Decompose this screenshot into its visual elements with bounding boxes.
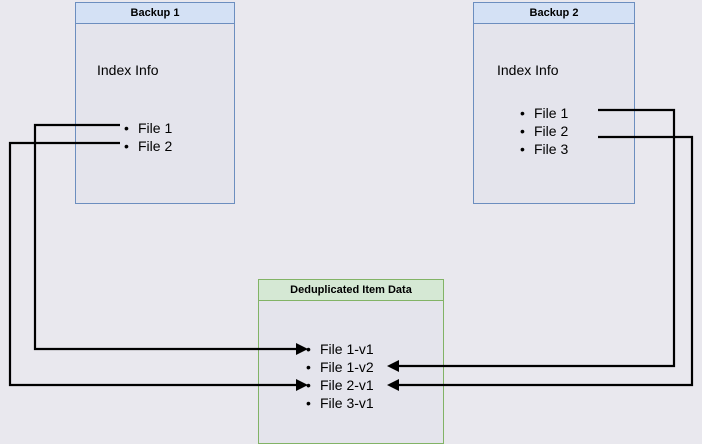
backup-1-box[interactable]: Backup 1 Index Info File 1 File 2	[75, 2, 235, 204]
backup-1-body: Index Info File 1 File 2	[76, 24, 234, 203]
dedup-file-item[interactable]: File 1-v2	[304, 358, 374, 376]
backup-2-file-item[interactable]: File 2	[518, 122, 568, 140]
backup-1-file-list: File 1 File 2	[122, 119, 172, 155]
dedup-file-item[interactable]: File 1-v1	[304, 340, 374, 358]
backup-1-title: Backup 1	[76, 3, 234, 24]
dedup-file-item[interactable]: File 2-v1	[304, 376, 374, 394]
backup-2-file-item[interactable]: File 3	[518, 140, 568, 158]
backup-2-title: Backup 2	[474, 3, 634, 24]
backup-2-file-list: File 1 File 2 File 3	[518, 104, 568, 158]
backup-2-body: Index Info File 1 File 2 File 3	[474, 24, 634, 203]
backup-1-file-item[interactable]: File 1	[122, 119, 172, 137]
backup-2-box[interactable]: Backup 2 Index Info File 1 File 2 File 3	[473, 2, 635, 204]
backup-2-index-info-label: Index Info	[497, 62, 559, 78]
backup-2-file-item[interactable]: File 1	[518, 104, 568, 122]
deduplicated-item-data-title: Deduplicated Item Data	[259, 280, 443, 301]
dedup-file-item[interactable]: File 3-v1	[304, 394, 374, 412]
deduplicated-item-data-box[interactable]: Deduplicated Item Data File 1-v1 File 1-…	[258, 279, 444, 444]
backup-1-index-info-label: Index Info	[97, 62, 159, 78]
dedup-file-list: File 1-v1 File 1-v2 File 2-v1 File 3-v1	[304, 340, 374, 412]
deduplicated-item-data-body: File 1-v1 File 1-v2 File 2-v1 File 3-v1	[259, 301, 443, 443]
backup-1-file-item[interactable]: File 2	[122, 137, 172, 155]
